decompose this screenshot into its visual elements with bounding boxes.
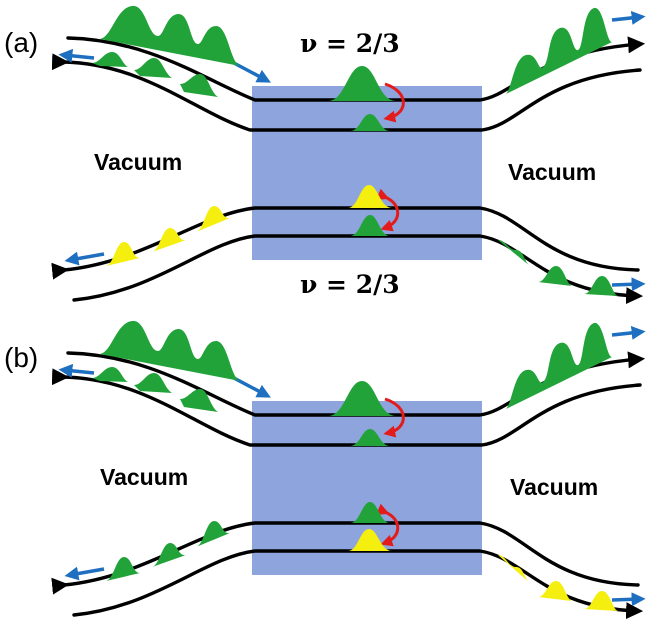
filling-factor-label: ν = 2/3 bbox=[300, 270, 400, 299]
panel-label: (b) bbox=[4, 342, 38, 373]
filling-factor-label: ν = 2/3 bbox=[300, 29, 400, 58]
region-label-right: Vacuum bbox=[508, 159, 596, 185]
region-label-left: Vacuum bbox=[94, 149, 182, 175]
panel-b: (b) ν = 2/3 Vacuum Vacuum bbox=[4, 270, 640, 615]
panel-label: (a) bbox=[4, 27, 38, 58]
panel-a: (a) ν = 2/3 Vacuum Vacuum bbox=[4, 5, 640, 300]
region-label-left: Vacuum bbox=[100, 464, 188, 490]
region-label-right: Vacuum bbox=[510, 474, 598, 500]
